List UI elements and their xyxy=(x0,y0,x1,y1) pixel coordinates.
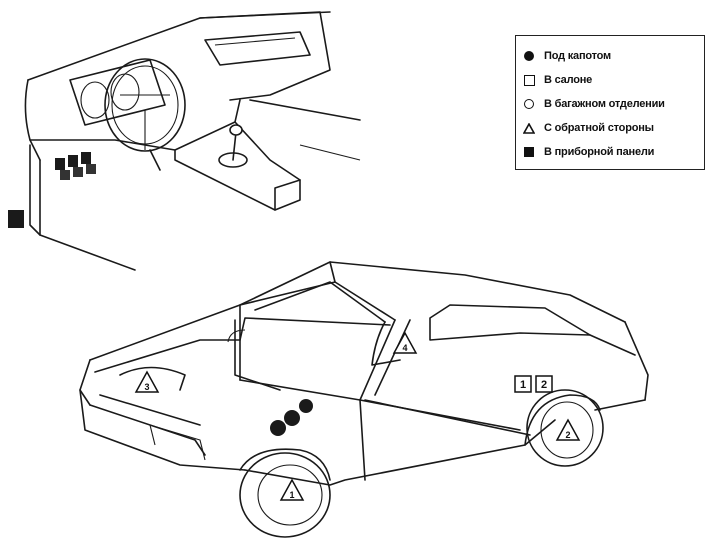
legend-item-instrument-panel: В приборной панели xyxy=(522,140,698,164)
tri-marker-pillar-number: 4 xyxy=(402,343,407,353)
tri-marker-rear-wheel-number: 2 xyxy=(565,430,570,440)
dashboard-drawing xyxy=(8,11,361,271)
tri-marker-front-wheel: 1 xyxy=(279,478,305,501)
tri-marker-hood-number: 3 xyxy=(144,382,149,392)
box-marker-a: 1 xyxy=(514,375,532,393)
underhood-fuse-marker-2 xyxy=(284,410,300,426)
legend-item-in-cabin: В салоне xyxy=(522,68,698,92)
filled-circle-icon xyxy=(522,49,536,63)
open-triangle-icon xyxy=(522,121,536,135)
tri-marker-pillar: 4 xyxy=(392,331,418,354)
open-circle-icon xyxy=(522,97,536,111)
tri-marker-front-wheel-number: 1 xyxy=(289,490,294,500)
legend-item-under-hood: Под капотом xyxy=(522,44,698,68)
legend-label: В приборной панели xyxy=(544,146,655,158)
box-marker-b-number: 2 xyxy=(541,379,547,391)
underhood-fuse-marker-1 xyxy=(270,420,286,436)
dash-fuse-box-icon xyxy=(8,210,24,228)
underhood-fuse-marker-3 xyxy=(299,399,313,413)
legend-item-in-trunk: В багажном отделении xyxy=(522,92,698,116)
legend-item-reverse-side: С обратной стороны xyxy=(522,116,698,140)
tri-marker-rear-wheel: 2 xyxy=(555,418,581,441)
legend-label: В багажном отделении xyxy=(544,98,665,110)
filled-square-icon xyxy=(522,145,536,159)
legend: Под капотом В салоне В багажном отделени… xyxy=(515,35,705,170)
tri-marker-hood: 3 xyxy=(134,370,160,393)
box-marker-b: 2 xyxy=(535,375,553,393)
legend-label: Под капотом xyxy=(544,50,611,62)
legend-label: В салоне xyxy=(544,74,593,86)
car-drawing xyxy=(79,261,649,538)
box-marker-a-number: 1 xyxy=(520,379,526,391)
legend-label: С обратной стороны xyxy=(544,122,654,134)
open-square-icon xyxy=(522,73,536,87)
